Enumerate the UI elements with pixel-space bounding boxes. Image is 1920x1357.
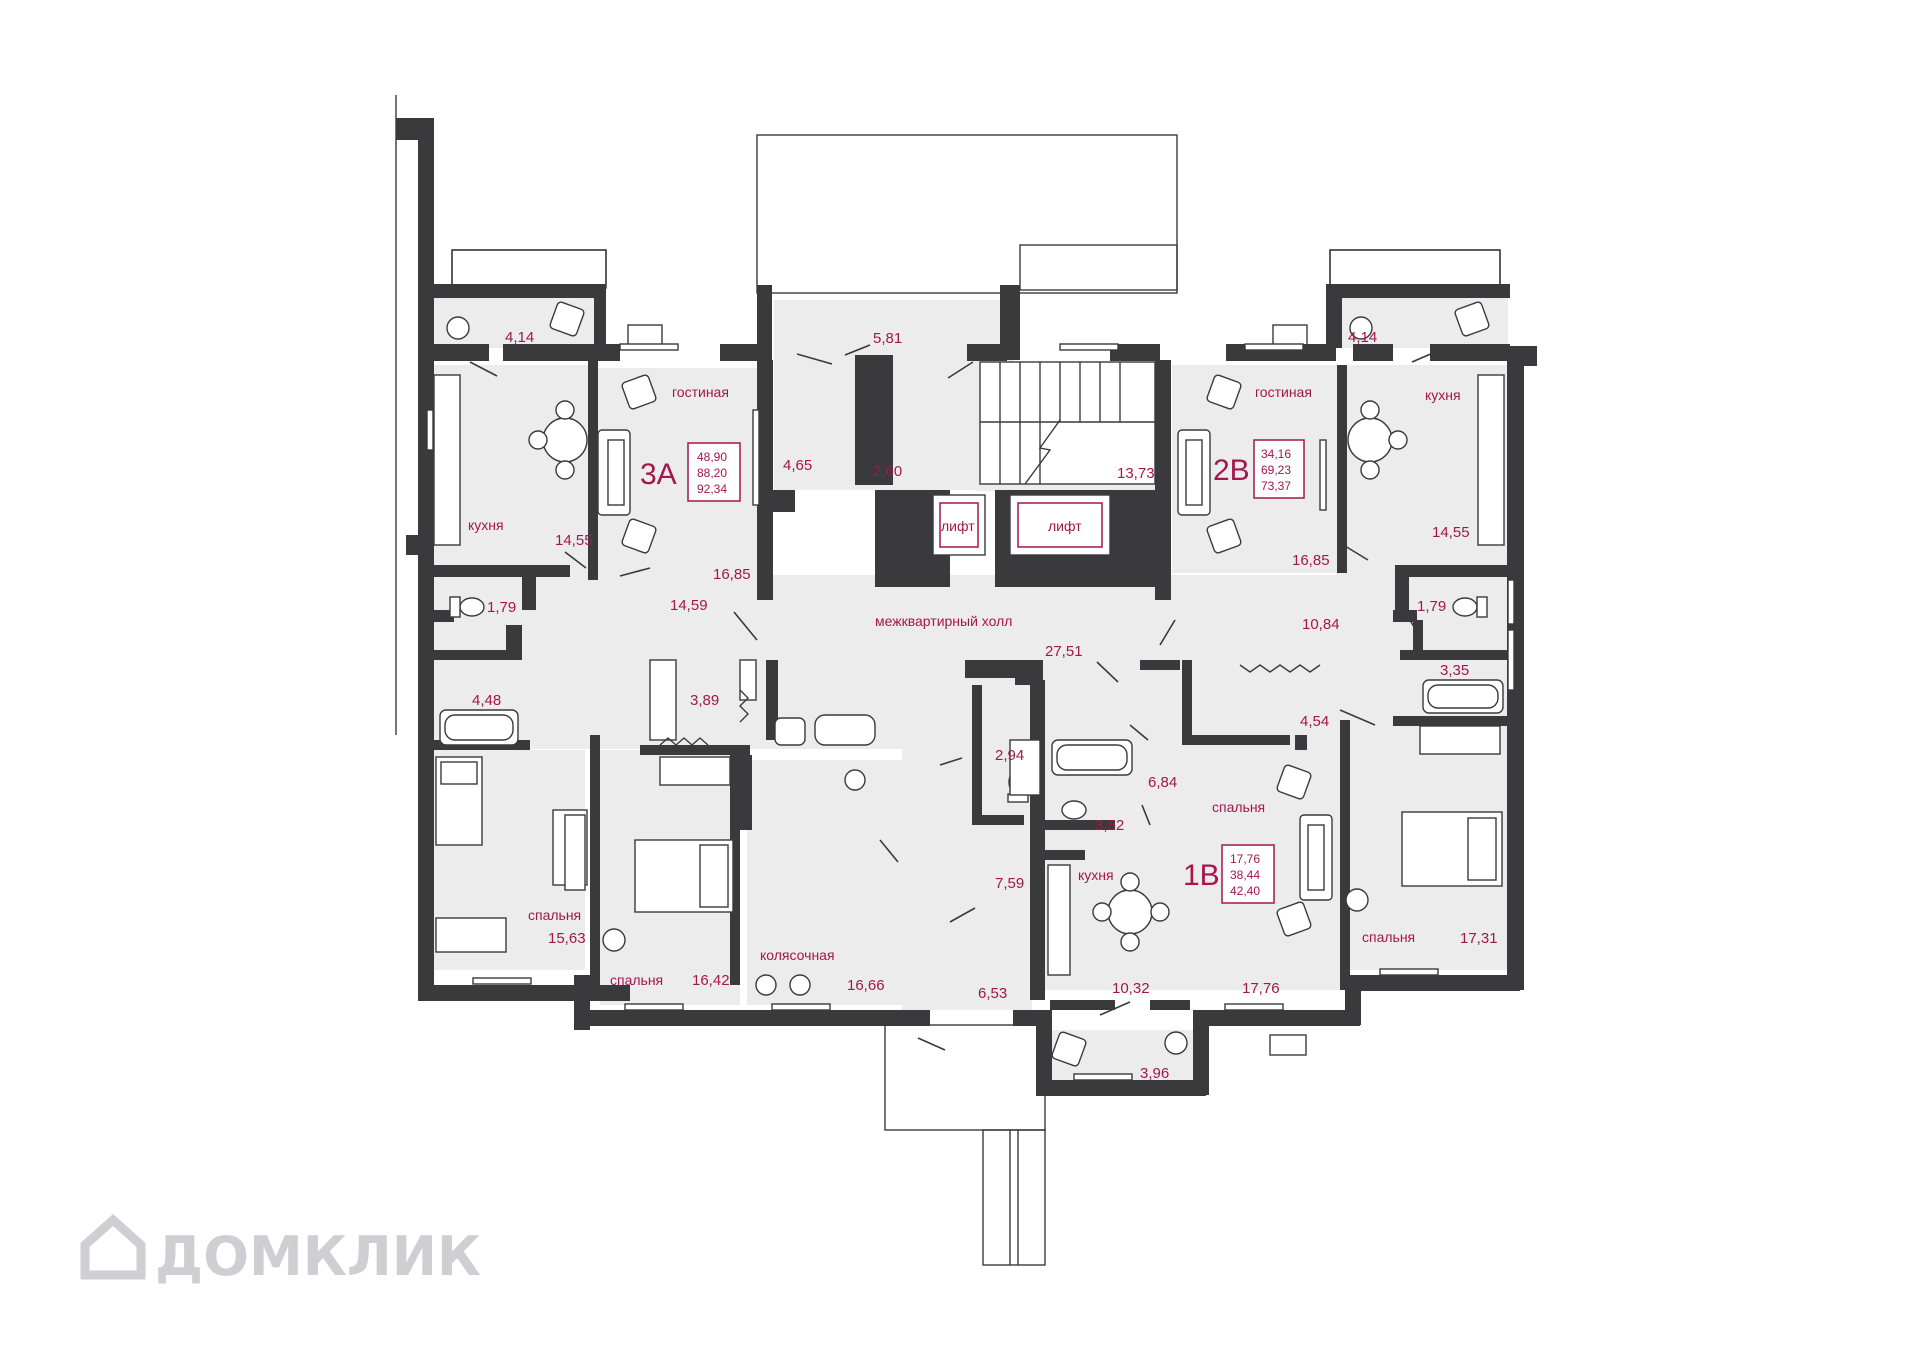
area-bedroom-1b: 17,76 — [1242, 980, 1280, 997]
area-kitchen-3a: 14,55 — [555, 532, 593, 549]
room-name-bedroom-3a-2: спальня — [610, 972, 663, 988]
area-bedroom-2b: 17,31 — [1460, 930, 1498, 947]
apartment-2b-total-balcony: 73,37 — [1261, 479, 1291, 493]
area-living-2b: 16,85 — [1292, 552, 1330, 569]
apartment-1b-total-balcony: 42,40 — [1230, 884, 1260, 898]
room-name-living-3a: гостиная — [672, 384, 729, 400]
area-store: 2,60 — [873, 463, 902, 480]
house-logo-icon — [80, 1213, 146, 1280]
apartment-1b-living: 17,76 — [1230, 852, 1260, 866]
apartment-2b-tag: 2В 34,16 69,23 73,37 — [1213, 439, 1305, 499]
room-name-bedroom-3a-1: спальня — [528, 907, 581, 923]
windows — [426, 343, 1515, 1081]
area-balcony-3a: 4,14 — [505, 329, 534, 346]
apartment-3a-total-balcony: 92,34 — [697, 482, 727, 496]
lift-label-1: лифт — [941, 518, 975, 534]
area-hall: 27,51 — [1045, 643, 1083, 660]
lift-shafts — [932, 494, 1111, 556]
area-hall-2b: 10,84 — [1302, 616, 1340, 633]
area-kitchen-2b: 14,55 — [1432, 524, 1470, 541]
room-name-bedroom-2b: спальня — [1362, 929, 1415, 945]
area-wc-common: 2,94 — [995, 747, 1024, 764]
room-name-kitchen-2b: кухня — [1425, 387, 1461, 403]
area-wardrobe-2b: 4,54 — [1300, 713, 1329, 730]
lift-label-2: лифт — [1048, 518, 1082, 534]
area-balcony-1b: 3,96 — [1140, 1065, 1169, 1082]
apartment-1b-tag: 1В 17,76 38,44 42,40 — [1183, 844, 1275, 904]
area-bedroom-3a-2: 16,42 — [692, 972, 730, 989]
area-vestibule: 5,81 — [873, 330, 902, 347]
apartment-code-2b: 2В — [1213, 454, 1250, 487]
room-name-hall: межквартирный холл — [875, 613, 1012, 629]
apartment-3a-living: 48,90 — [697, 450, 727, 464]
balconies — [451, 249, 1501, 286]
area-hall-1b: 6,84 — [1148, 774, 1177, 791]
room-name-living-2b: гостиная — [1255, 384, 1312, 400]
apartment-3a-tag: 3А 48,90 88,20 92,34 — [640, 442, 741, 502]
kitchen-counters — [433, 374, 1505, 976]
room-name-bedroom-1b: спальня — [1212, 799, 1265, 815]
watermark: ДОМКЛИК — [80, 1213, 481, 1288]
staircase — [979, 361, 1156, 485]
area-entrance: 6,53 — [978, 985, 1007, 1002]
walls — [396, 118, 1537, 1096]
room-name-kitchen-3a: кухня — [468, 517, 504, 533]
apartment-2b-total: 69,23 — [1261, 463, 1291, 477]
apartment-2b-living: 34,16 — [1261, 447, 1291, 461]
area-bath-2b: 3,35 — [1440, 662, 1469, 679]
room-name-stroller: колясочная — [760, 947, 835, 963]
area-living-3a: 16,85 — [713, 566, 751, 583]
area-lobby: 7,59 — [995, 875, 1024, 892]
area-stroller: 16,66 — [847, 977, 885, 994]
furniture — [435, 409, 1503, 953]
area-stairs: 13,73 — [1117, 465, 1155, 482]
area-bath-3a: 4,48 — [472, 692, 501, 709]
apartment-1b-total: 38,44 — [1230, 868, 1260, 882]
area-bedroom-3a-1: 15,63 — [548, 930, 586, 947]
labels: гостиная кухня спальня спальня гостиная … — [468, 384, 1461, 988]
apartment-code-1b: 1В — [1183, 859, 1220, 892]
apartment-code-3a: 3А — [640, 458, 677, 491]
watermark-text: ДОМКЛИК — [155, 1225, 481, 1288]
apartment-3a-total: 88,20 — [697, 466, 727, 480]
area-wc-2b: 1,79 — [1417, 598, 1446, 615]
doors — [469, 344, 1441, 1051]
area-balcony-2b: 4,14 — [1348, 329, 1377, 346]
fixtures — [439, 596, 1504, 820]
armchairs — [446, 301, 1490, 1067]
area-corridor-a: 4,65 — [783, 457, 812, 474]
area-wc-3a: 1,79 — [487, 599, 516, 616]
area-wardrobe-3a: 3,89 — [690, 692, 719, 709]
area-bath-1b: 3,52 — [1095, 817, 1124, 834]
area-hall-3a: 14,59 — [670, 597, 708, 614]
wardrobes — [564, 664, 1321, 891]
area-values: 4,14 4,14 5,81 4,65 2,60 13,73 14,55 16,… — [472, 329, 1498, 1082]
area-kitchen-1b: 10,32 — [1112, 980, 1150, 997]
room-name-kitchen-1b: кухня — [1078, 867, 1114, 883]
